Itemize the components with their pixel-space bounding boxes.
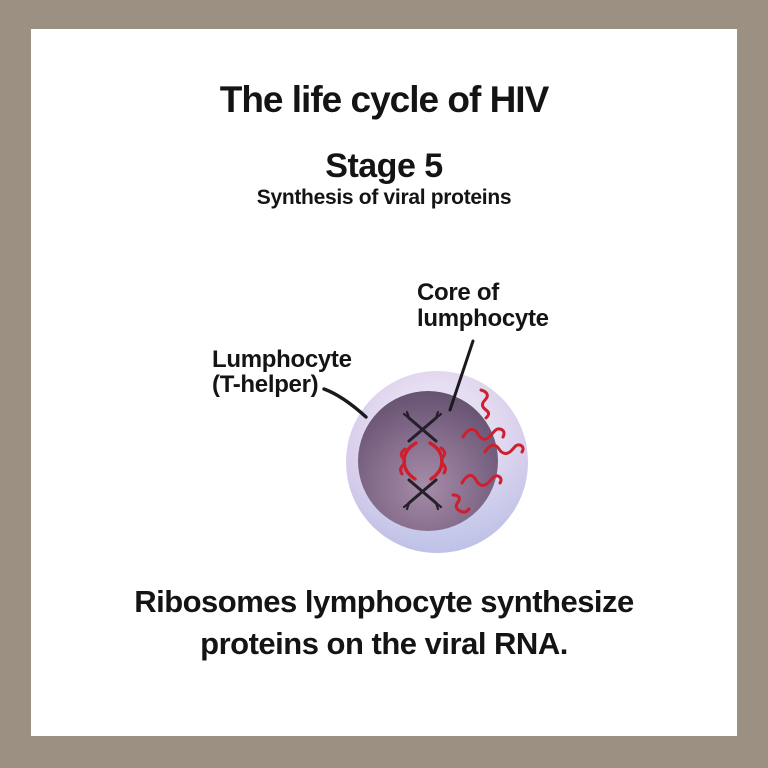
core-label: Core of lumphocyte xyxy=(417,280,549,332)
core-label-line2: lumphocyte xyxy=(417,305,549,332)
caption-line1: Ribosomes lymphocyte synthesize xyxy=(134,584,634,619)
stage-title: Stage 5 xyxy=(325,147,443,185)
stage-subtitle: Synthesis of viral proteins xyxy=(256,186,512,209)
lymphocyte-label-line1: Lumphocyte xyxy=(212,346,352,373)
page-title: The life cycle of HIV xyxy=(219,79,550,120)
caption: Ribosomes lymphocyte synthesize proteins… xyxy=(0,581,768,665)
lymphocyte-label: Lumphocyte (T-helper) xyxy=(212,347,352,397)
lymphocyte-label-line2: (T-helper) xyxy=(212,371,319,398)
core-label-line1: Core of xyxy=(417,279,499,306)
caption-line2: proteins on the viral RNA. xyxy=(200,626,568,661)
